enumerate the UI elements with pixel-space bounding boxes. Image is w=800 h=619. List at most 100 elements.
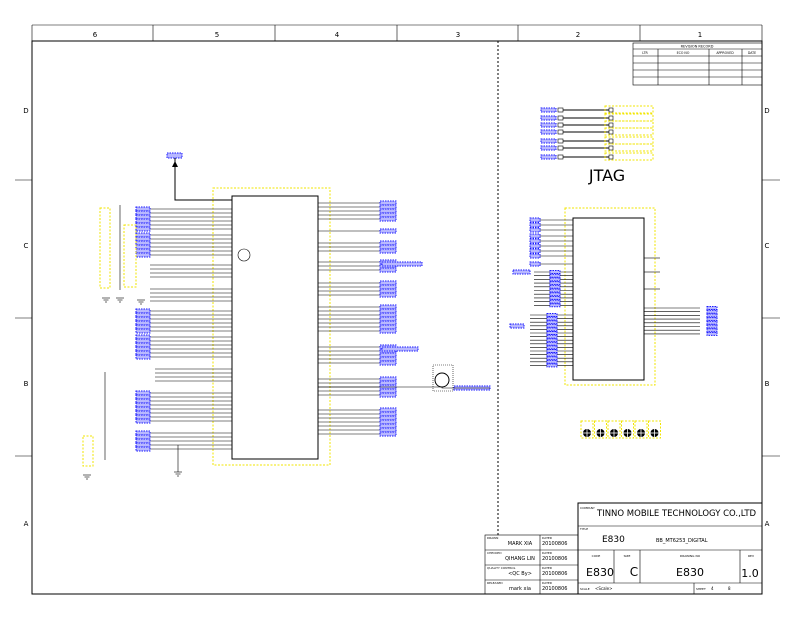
net-label [706, 328, 718, 333]
sign-row-name: QIHANG LIN [505, 556, 535, 562]
net-label [540, 115, 557, 121]
test-point [608, 138, 614, 144]
net-label [706, 320, 718, 325]
net-label [549, 281, 561, 286]
sign-row-label: RELEASED [487, 581, 503, 585]
net-label [549, 292, 561, 297]
net-label [135, 446, 151, 452]
code-value: E830 [586, 566, 614, 579]
rev-col-ltr: LTR [642, 51, 648, 55]
mounting-hole-outline [607, 420, 621, 439]
sign-row-label: QUALITY CONTROL [487, 566, 516, 570]
net-label [379, 212, 397, 218]
column-marker: 2 [576, 31, 580, 39]
net-label [135, 434, 151, 440]
net-label [706, 317, 718, 322]
net-label [706, 313, 718, 318]
net-label [135, 320, 151, 326]
title: E830 [602, 535, 625, 545]
net-label [529, 243, 541, 249]
net-label [540, 122, 557, 128]
test-point [608, 145, 614, 151]
rev-col-date: DATE [748, 51, 756, 55]
net-label [135, 226, 151, 232]
net-label [135, 236, 151, 242]
net-label [379, 292, 397, 298]
net-label [135, 410, 151, 416]
test-point [608, 107, 614, 113]
mounting-hole-outline [621, 420, 634, 439]
svg-text:DATED: DATED [542, 566, 553, 570]
net-label [135, 334, 151, 340]
net-label [135, 328, 151, 334]
net-label [135, 346, 151, 352]
net-label [381, 261, 423, 267]
net-label [529, 233, 541, 239]
net-label [540, 145, 557, 151]
revision-record-title: REVISION RECORD [681, 45, 714, 49]
column-marker: 5 [215, 31, 219, 39]
net-label [546, 349, 558, 353]
sign-row-name: <QC By> [508, 571, 532, 577]
column-marker: 3 [456, 31, 460, 39]
net-label [379, 280, 397, 286]
net-label [379, 388, 397, 394]
row-marker: B [765, 380, 770, 388]
net-label [166, 152, 183, 159]
revision-record-table: REVISION RECORD LTR ECO NO APPROVED DATE [632, 42, 763, 86]
revision-value: 1.0 [741, 567, 759, 580]
net-label [379, 352, 397, 358]
net-label [379, 360, 397, 366]
net-label [135, 438, 151, 444]
sign-row-date: 20100806 [542, 556, 567, 562]
net-label [540, 154, 557, 160]
net-label [381, 346, 419, 352]
net-label [379, 288, 397, 294]
net-label [135, 222, 151, 228]
wire [174, 157, 232, 201]
highlight-circle [237, 248, 251, 262]
net-label [549, 273, 561, 278]
net-label [546, 363, 558, 368]
net-label [546, 323, 558, 328]
sheet-total: 8 [728, 586, 731, 591]
row-marker: A [765, 520, 770, 528]
net-label [135, 316, 151, 322]
net-label [379, 407, 397, 413]
net-label [540, 138, 557, 144]
net-label [512, 269, 531, 275]
svg-text:SIZE: SIZE [624, 554, 631, 558]
net-label [379, 392, 397, 398]
net-label [135, 206, 151, 212]
rev-col-eco: ECO NO [677, 51, 690, 55]
svg-text:REV: REV [748, 554, 755, 558]
net-label [379, 200, 397, 206]
net-label [529, 248, 541, 254]
net-label [540, 129, 557, 135]
net-label [529, 227, 541, 233]
net-label [135, 214, 151, 220]
rev-col-approved: APPROVED [716, 51, 734, 55]
sign-row-label: DRAWN [487, 536, 498, 540]
row-marker: D [764, 107, 769, 115]
net-label [546, 320, 558, 325]
net-label [546, 356, 558, 361]
svg-text:TITLE: TITLE [579, 527, 588, 531]
net-label [379, 240, 397, 246]
net-label [379, 380, 397, 386]
net-label [135, 252, 151, 258]
net-label [549, 295, 561, 300]
net-label [529, 253, 541, 259]
net-label [379, 431, 397, 437]
net-label [540, 107, 557, 113]
row-marker: C [24, 242, 29, 250]
net-label [549, 288, 561, 293]
net-label [135, 342, 151, 348]
net-label [135, 430, 151, 436]
drawing-number: E830 [676, 566, 704, 579]
column-marker: 1 [698, 31, 702, 39]
row-marker: D [23, 107, 28, 115]
net-label [135, 324, 151, 330]
mounting-hole-outline [648, 420, 661, 439]
